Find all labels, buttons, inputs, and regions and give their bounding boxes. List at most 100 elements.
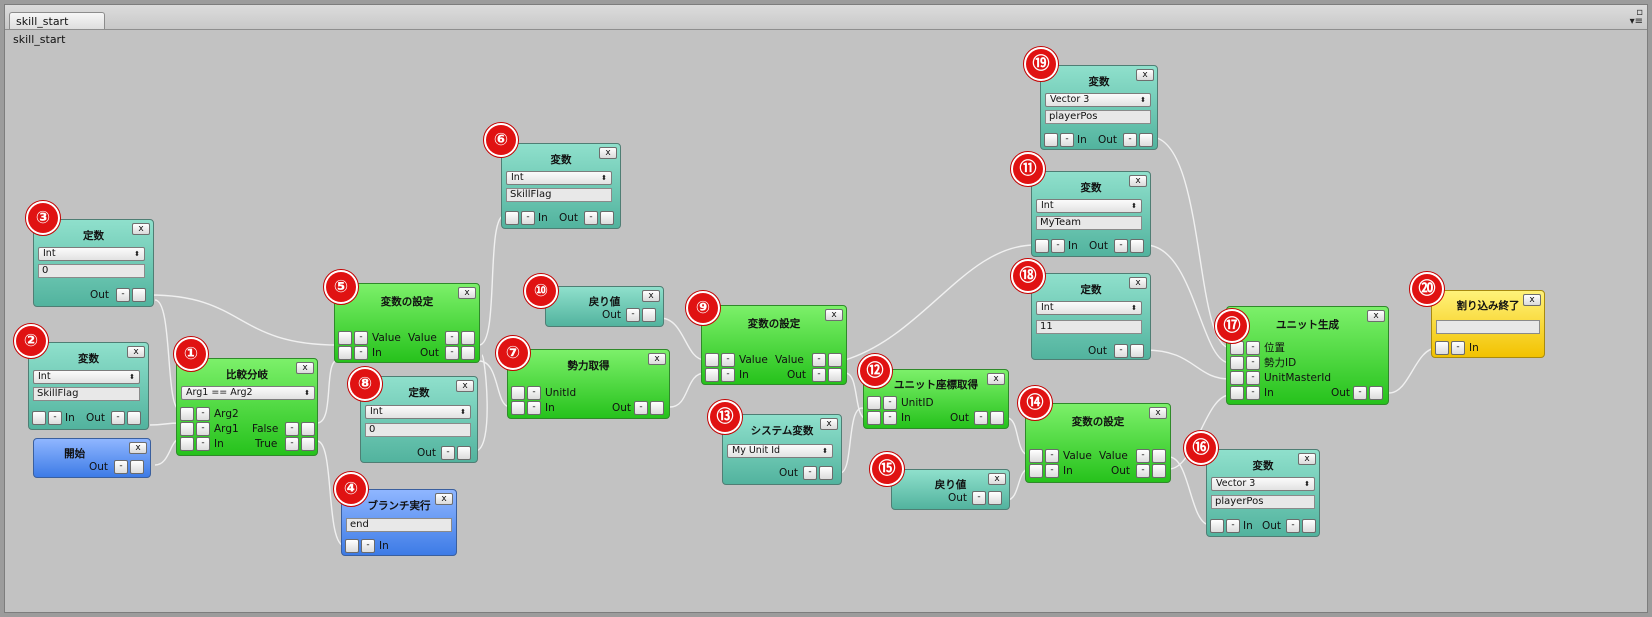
port-button[interactable] bbox=[705, 353, 719, 367]
port-button[interactable] bbox=[990, 411, 1004, 425]
close-button[interactable]: x bbox=[127, 346, 145, 358]
variable-name-field[interactable]: MyTeam bbox=[1036, 216, 1142, 230]
node-start[interactable]: 開始 x Out - bbox=[33, 438, 151, 478]
port-button[interactable] bbox=[642, 308, 656, 322]
close-button[interactable]: x bbox=[825, 309, 843, 321]
node-return-value-2[interactable]: 戻り値 x Out - bbox=[891, 469, 1010, 510]
variable-name-field[interactable]: SkillFlag bbox=[506, 188, 612, 202]
node-constant-11[interactable]: 定数 x Int⬍ 11 Out - bbox=[1031, 273, 1151, 360]
node-system-variable[interactable]: システム変数 x My Unit Id⬍ Out - bbox=[722, 414, 842, 485]
port-minus-button[interactable]: - bbox=[1353, 386, 1367, 400]
port-minus-button[interactable]: - bbox=[196, 437, 210, 451]
port-button[interactable] bbox=[828, 353, 842, 367]
port-button[interactable] bbox=[1435, 341, 1449, 355]
port-button[interactable] bbox=[1230, 371, 1244, 385]
port-button[interactable] bbox=[457, 446, 471, 460]
port-minus-button[interactable]: - bbox=[584, 211, 598, 225]
condition-dropdown[interactable]: Arg1 == Arg2⬍ bbox=[181, 386, 315, 400]
port-button[interactable] bbox=[180, 407, 194, 421]
node-get-unit-position[interactable]: ユニット座標取得 x - UnitID - In Out - bbox=[863, 369, 1009, 429]
close-button[interactable]: x bbox=[642, 290, 660, 302]
node-set-variable-2[interactable]: 変数の設定 x - Value Value - - In Out - bbox=[701, 305, 847, 385]
close-button[interactable]: x bbox=[1298, 453, 1316, 465]
port-minus-button[interactable]: - bbox=[1451, 341, 1465, 355]
port-button[interactable] bbox=[867, 396, 881, 410]
close-button[interactable]: x bbox=[1136, 69, 1154, 81]
port-button[interactable] bbox=[819, 466, 833, 480]
port-minus-button[interactable]: - bbox=[111, 411, 125, 425]
type-dropdown[interactable]: Int⬍ bbox=[365, 405, 471, 419]
type-dropdown[interactable]: Int⬍ bbox=[506, 171, 612, 185]
type-dropdown[interactable]: Vector 3⬍ bbox=[1045, 93, 1151, 107]
port-button[interactable] bbox=[511, 386, 525, 400]
port-minus-button[interactable]: - bbox=[721, 353, 735, 367]
port-button[interactable] bbox=[1302, 519, 1316, 533]
node-constant-0-2[interactable]: 定数 x Int⬍ 0 Out - bbox=[360, 376, 478, 463]
port-minus-button[interactable]: - bbox=[354, 331, 368, 345]
port-minus-button[interactable]: - bbox=[1246, 371, 1260, 385]
close-button[interactable]: x bbox=[599, 147, 617, 159]
port-minus-button[interactable]: - bbox=[1136, 464, 1150, 478]
port-button[interactable] bbox=[301, 437, 315, 451]
port-button[interactable] bbox=[1029, 449, 1043, 463]
interrupt-name-field[interactable] bbox=[1436, 320, 1540, 334]
close-button[interactable]: x bbox=[132, 223, 150, 235]
port-minus-button[interactable]: - bbox=[445, 331, 459, 345]
port-minus-button[interactable]: - bbox=[1246, 356, 1260, 370]
node-variable-skillflag[interactable]: 変数 x Int⬍ SkillFlag - In Out - bbox=[28, 342, 149, 430]
close-button[interactable]: x bbox=[1129, 277, 1147, 289]
tab-skill-start[interactable]: skill_start bbox=[9, 12, 105, 29]
port-button[interactable] bbox=[505, 211, 519, 225]
branch-name-field[interactable]: end bbox=[346, 518, 452, 532]
close-button[interactable]: x bbox=[435, 493, 453, 505]
port-button[interactable] bbox=[511, 401, 525, 415]
close-button[interactable]: x bbox=[988, 473, 1006, 485]
port-minus-button[interactable]: - bbox=[116, 288, 130, 302]
port-minus-button[interactable]: - bbox=[114, 460, 128, 474]
system-variable-dropdown[interactable]: My Unit Id⬍ bbox=[727, 444, 833, 458]
port-minus-button[interactable]: - bbox=[812, 368, 826, 382]
port-button[interactable] bbox=[867, 411, 881, 425]
port-button[interactable] bbox=[1152, 464, 1166, 478]
port-minus-button[interactable]: - bbox=[445, 346, 459, 360]
node-variable-playerpos[interactable]: 変数 x Vector 3⬍ playerPos - In Out - bbox=[1206, 449, 1320, 537]
maximize-icon[interactable]: ▫ bbox=[1636, 7, 1643, 18]
node-get-team[interactable]: 勢力取得 x - UnitId - In Out - bbox=[507, 349, 670, 419]
port-minus-button[interactable]: - bbox=[354, 346, 368, 360]
port-minus-button[interactable]: - bbox=[361, 539, 375, 553]
variable-name-field[interactable]: SkillFlag bbox=[33, 387, 140, 401]
node-set-variable-1[interactable]: 変数の設定 x - Value Value - - In Out - bbox=[334, 283, 480, 363]
port-button[interactable] bbox=[1230, 356, 1244, 370]
port-button[interactable] bbox=[1044, 133, 1058, 147]
port-button[interactable] bbox=[600, 211, 614, 225]
port-button[interactable] bbox=[132, 288, 146, 302]
port-button[interactable] bbox=[338, 346, 352, 360]
port-button[interactable] bbox=[127, 411, 141, 425]
type-dropdown[interactable]: Int⬍ bbox=[1036, 301, 1142, 315]
port-minus-button[interactable]: - bbox=[634, 401, 648, 415]
port-minus-button[interactable]: - bbox=[285, 437, 299, 451]
close-button[interactable]: x bbox=[458, 287, 476, 299]
node-variable-myteam[interactable]: 変数 x Int⬍ MyTeam - In Out - bbox=[1031, 171, 1151, 257]
close-button[interactable]: x bbox=[1523, 294, 1541, 306]
port-button[interactable] bbox=[130, 460, 144, 474]
close-button[interactable]: x bbox=[456, 380, 474, 392]
menu-icon[interactable]: ▾≡ bbox=[1629, 16, 1643, 27]
port-button[interactable] bbox=[828, 368, 842, 382]
node-interrupt-end[interactable]: 割り込み終了 x - In bbox=[1431, 290, 1545, 358]
close-button[interactable]: x bbox=[1149, 407, 1167, 419]
port-button[interactable] bbox=[1130, 239, 1144, 253]
port-minus-button[interactable]: - bbox=[974, 411, 988, 425]
port-minus-button[interactable]: - bbox=[1114, 344, 1128, 358]
node-variable-skillflag-2[interactable]: 変数 x Int⬍ SkillFlag - In Out - bbox=[501, 143, 621, 229]
port-minus-button[interactable]: - bbox=[1045, 449, 1059, 463]
port-button[interactable] bbox=[1230, 386, 1244, 400]
port-minus-button[interactable]: - bbox=[1045, 464, 1059, 478]
port-button[interactable] bbox=[461, 331, 475, 345]
port-button[interactable] bbox=[301, 422, 315, 436]
port-minus-button[interactable]: - bbox=[972, 491, 986, 505]
port-button[interactable] bbox=[1152, 449, 1166, 463]
port-minus-button[interactable]: - bbox=[1051, 239, 1065, 253]
port-button[interactable] bbox=[988, 491, 1002, 505]
close-button[interactable]: x bbox=[1129, 175, 1147, 187]
